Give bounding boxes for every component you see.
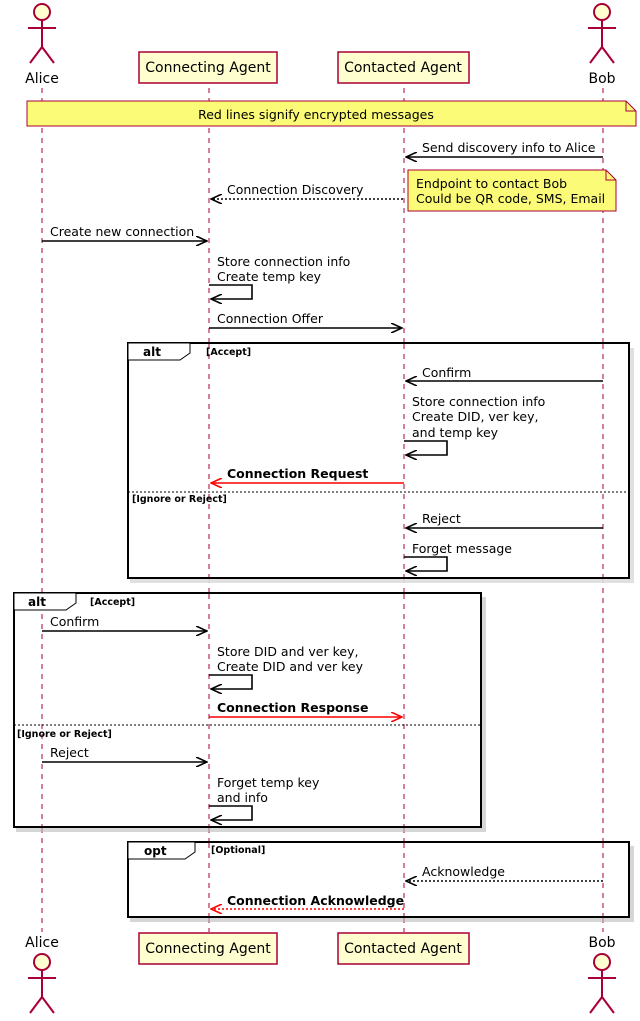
note-text: Endpoint to contact Bob xyxy=(416,176,567,191)
message-label: Create new connection xyxy=(50,224,194,239)
participant-label: Contacted Agent xyxy=(344,941,462,957)
participant-bob-bottom: Bob xyxy=(588,935,616,1014)
note-text: Could be QR code, SMS, Email xyxy=(416,191,605,206)
self-message-forget-temp-key: Forget temp key and info xyxy=(209,775,320,820)
lifeline-segments xyxy=(208,344,604,577)
message-reject-alice: Reject xyxy=(42,745,207,762)
message-label: Send discovery info to Alice xyxy=(422,140,596,155)
message-label: Reject xyxy=(422,511,461,526)
message-connection-discovery: Connection Discovery xyxy=(211,182,403,199)
participant-bob-top: Bob xyxy=(588,3,616,87)
opt-frame: opt [Optional] xyxy=(127,841,630,918)
participant-connecting-agent-top: Connecting Agent xyxy=(138,51,278,84)
message-connection-request: Connection Request xyxy=(211,466,404,483)
message-confirm-bob: Confirm xyxy=(406,365,603,381)
message-label: Reject xyxy=(50,745,89,760)
message-label: Connection Response xyxy=(217,700,368,715)
note-text: Red lines signify encrypted messages xyxy=(198,107,434,122)
self-message-store-connection-info: Store connection info Create temp key xyxy=(209,254,350,299)
guard-accept: [Accept] xyxy=(90,597,135,608)
actor-icon xyxy=(588,3,616,64)
message-label: Create temp key xyxy=(217,269,322,284)
alt-frame-connecting: alt [Accept] [Ignore or Reject] xyxy=(13,592,482,828)
participant-label: Contacted Agent xyxy=(344,60,462,76)
self-message-forget-message: Forget message xyxy=(404,541,512,571)
self-message-store-did: Store DID and ver key, Create DID and ve… xyxy=(209,644,364,689)
message-label: and info xyxy=(217,790,268,805)
message-label: Confirm xyxy=(422,365,471,380)
message-label: Store DID and ver key, xyxy=(217,644,358,659)
actor-icon xyxy=(28,953,56,1014)
participant-label: Bob xyxy=(588,71,615,87)
message-label: Create DID and ver key xyxy=(217,659,364,674)
guard-optional: [Optional] xyxy=(211,845,265,856)
message-connection-acknowledge: Connection Acknowledge xyxy=(211,893,404,909)
message-send-discovery: Send discovery info to Alice xyxy=(406,140,603,157)
actor-icon xyxy=(588,953,616,1014)
note-endpoint: Endpoint to contact Bob Could be QR code… xyxy=(407,169,617,212)
message-connection-response: Connection Response xyxy=(209,700,402,717)
participant-alice-top: Alice xyxy=(25,3,59,87)
message-label: Store connection info xyxy=(217,254,350,269)
frame-title: alt xyxy=(28,595,46,609)
guard-ignore-reject: [Ignore or Reject] xyxy=(17,729,112,740)
message-label: Confirm xyxy=(50,614,99,629)
participant-label: Connecting Agent xyxy=(145,941,271,957)
participant-label: Bob xyxy=(588,935,615,951)
participant-connecting-agent-bottom: Connecting Agent xyxy=(138,932,278,965)
frame-title: opt xyxy=(144,844,167,858)
alt-frame-contacted-outline: alt [Accept] [Ignore or Reject] xyxy=(127,342,630,579)
participant-label: Connecting Agent xyxy=(145,60,271,76)
lifeline-segments xyxy=(41,594,405,826)
message-label: Forget temp key xyxy=(217,775,320,790)
message-create-new-connection: Create new connection xyxy=(42,224,207,241)
guard-ignore-reject: [Ignore or Reject] xyxy=(132,494,227,505)
participant-contacted-agent-bottom: Contacted Agent xyxy=(337,932,470,965)
message-label: Connection Request xyxy=(227,466,368,481)
participant-alice-bottom: Alice xyxy=(25,935,59,1014)
note-encrypted: Red lines signify encrypted messages xyxy=(26,100,637,127)
actor-icon xyxy=(28,3,56,64)
message-connection-offer: Connection Offer xyxy=(209,311,402,328)
message-reject-bob: Reject xyxy=(406,511,603,528)
message-confirm-alice: Confirm xyxy=(42,614,207,631)
message-label: and temp key xyxy=(412,425,499,440)
message-label: Store connection info xyxy=(412,394,545,409)
message-label: Acknowledge xyxy=(422,864,505,879)
guard-accept: [Accept] xyxy=(206,347,251,358)
message-acknowledge: Acknowledge xyxy=(406,864,603,881)
self-message-create-did: Store connection info Create DID, ver ke… xyxy=(404,394,545,455)
participant-contacted-agent-top: Contacted Agent xyxy=(337,51,470,84)
participant-label: Alice xyxy=(25,71,59,87)
participant-label: Alice xyxy=(25,935,59,951)
message-label: Create DID, ver key, xyxy=(412,409,538,424)
lifeline-segments xyxy=(208,843,604,916)
message-label: Connection Offer xyxy=(217,311,324,326)
message-label: Forget message xyxy=(412,541,512,556)
frame-title: alt xyxy=(143,345,161,359)
message-label: Connection Acknowledge xyxy=(227,893,404,908)
message-label: Connection Discovery xyxy=(227,182,364,197)
